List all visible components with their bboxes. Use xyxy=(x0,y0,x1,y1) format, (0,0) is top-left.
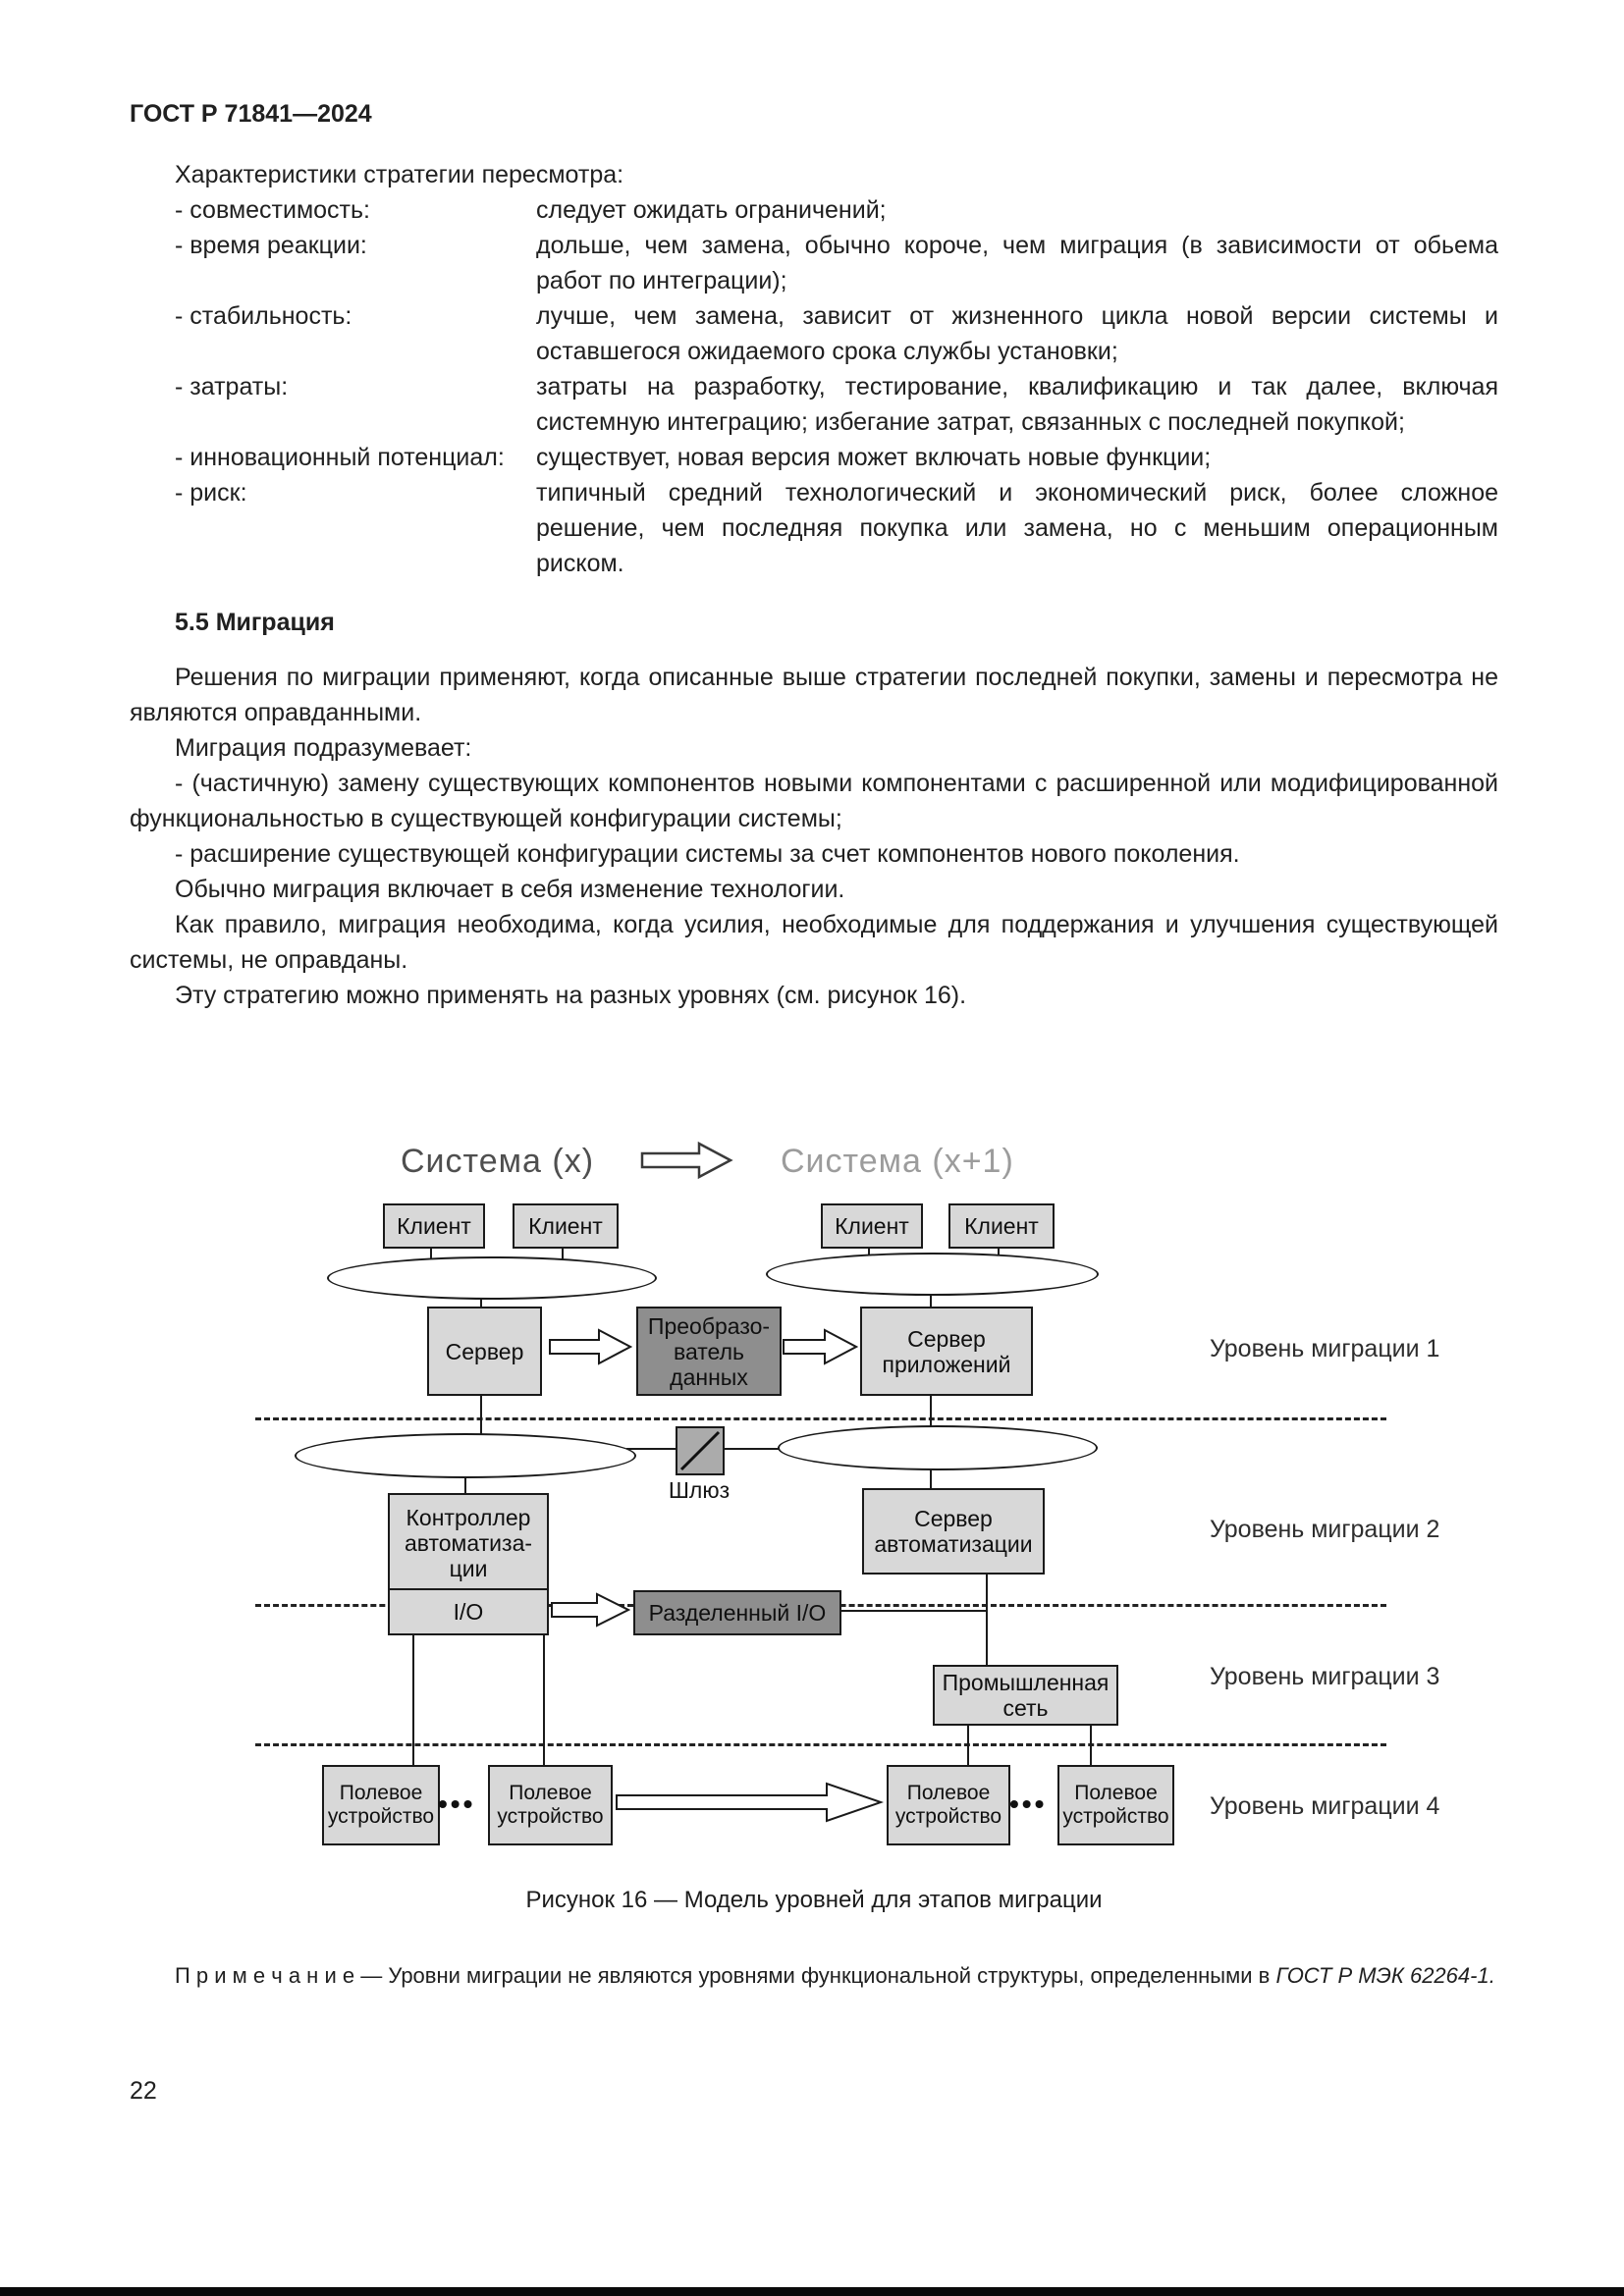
characteristic-value: затраты на разработку, тестирование, ква… xyxy=(536,373,1498,436)
connector-line xyxy=(1090,1722,1092,1765)
level-boundary-1 xyxy=(255,1417,1386,1420)
flow-arrow-icon xyxy=(783,1328,858,1365)
migration-direction-arrow-icon xyxy=(640,1141,733,1180)
document-header: ГОСТ Р 71841—2024 xyxy=(130,100,372,128)
network-ellipse xyxy=(778,1425,1098,1470)
gateway-label: Шлюз xyxy=(668,1477,731,1503)
level-boundary-3 xyxy=(255,1743,1386,1746)
note-label: П р и м е ч а н и е xyxy=(175,1963,355,1988)
paragraph: - расширение существующей конфигурации с… xyxy=(175,840,1240,868)
paragraph: Обычно миграция включает в себя изменени… xyxy=(175,876,845,903)
connector-line xyxy=(838,1610,988,1612)
automation-server-box: Сервер автоматизации xyxy=(862,1488,1045,1575)
figure-caption: Рисунок 16 — Модель уровней для этапов м… xyxy=(525,1887,1103,1913)
field-level-arrow-icon xyxy=(616,1782,884,1823)
client-box: Клиент xyxy=(821,1203,923,1249)
connector-line xyxy=(930,1392,932,1436)
industrial-network-box: Промышленная сеть xyxy=(933,1665,1118,1726)
client-box: Клиент xyxy=(948,1203,1055,1249)
characteristic-row: - затраты: затраты на разработку, тестир… xyxy=(130,369,1498,440)
paragraph: Решения по миграции применяют, когда опи… xyxy=(130,664,1498,726)
field-device-box: Полевое устройство xyxy=(1057,1765,1174,1845)
connector-line xyxy=(543,1631,545,1765)
system-x1-title: Система (x+1) xyxy=(781,1143,1014,1180)
network-ellipse xyxy=(295,1433,636,1478)
characteristic-value: лучше, чем замена, зависит от жизненного… xyxy=(536,302,1498,365)
characteristic-row: - стабильность: лучше, чем замена, завис… xyxy=(130,298,1498,369)
paragraph: Миграция подразумевает: xyxy=(175,734,472,762)
characteristics-intro: Характеристики стратегии пересмотра: xyxy=(175,161,624,188)
characteristic-value: типичный средний технологический и эконо… xyxy=(536,479,1498,577)
connector-line xyxy=(480,1392,482,1449)
note-reference: ГОСТ Р МЭК 62264-1. xyxy=(1275,1963,1495,1988)
connector-line xyxy=(626,1448,677,1450)
characteristic-row: - инновационный потенциал: существует, н… xyxy=(130,440,1498,475)
paragraph: - (частичную) замену существующих компон… xyxy=(130,770,1498,832)
note: П р и м е ч а н и е — Уровни миграции не… xyxy=(130,1959,1500,1992)
connector-line xyxy=(967,1722,969,1765)
system-x-title: Система (x) xyxy=(401,1143,595,1180)
network-ellipse xyxy=(327,1256,657,1300)
io-box: I/O xyxy=(388,1588,549,1635)
connector-line xyxy=(721,1448,785,1450)
section-heading: 5.5 Миграция xyxy=(175,609,335,636)
paragraph: Как правило, миграция необходима, когда … xyxy=(130,911,1498,974)
characteristic-label: - стабильность: xyxy=(175,302,352,330)
connector-line xyxy=(986,1571,988,1665)
ellipsis-dots: ••• xyxy=(1009,1789,1048,1819)
field-device-box: Полевое устройство xyxy=(887,1765,1010,1845)
characteristic-row: - время реакции: дольше, чем замена, обы… xyxy=(130,228,1498,298)
migration-level-label: Уровень миграции 1 xyxy=(1210,1335,1440,1362)
flow-arrow-icon xyxy=(551,1592,630,1628)
characteristic-row: - риск: типичный средний технологический… xyxy=(130,475,1498,581)
gateway-icon xyxy=(676,1426,725,1475)
page-number: 22 xyxy=(130,2077,157,2105)
note-text: — Уровни миграции не являются уровнями ф… xyxy=(360,1963,1271,1988)
automation-controller-box: Контроллер автоматиза- ции xyxy=(388,1493,549,1592)
characteristics-list: - совместимость: следует ожидать огранич… xyxy=(130,192,1498,581)
data-converter-box: Преобразо- ватель данных xyxy=(636,1307,782,1396)
characteristic-label: - совместимость: xyxy=(175,196,370,224)
text-block: ГОСТ Р 71841—2024 Характеристики стратег… xyxy=(130,96,1498,1013)
migration-level-label: Уровень миграции 4 xyxy=(1210,1792,1440,1820)
divided-io-box: Разделенный I/O xyxy=(633,1590,841,1635)
characteristic-row: - совместимость: следует ожидать огранич… xyxy=(130,192,1498,228)
network-ellipse xyxy=(766,1253,1099,1296)
application-server-box: Сервер приложений xyxy=(860,1307,1033,1396)
characteristic-label: - время реакции: xyxy=(175,232,367,259)
server-box: Сервер xyxy=(427,1307,542,1396)
connector-line xyxy=(464,1466,466,1493)
gateway-diagonal-icon xyxy=(679,1430,721,1471)
client-box: Клиент xyxy=(513,1203,619,1249)
migration-level-label: Уровень миграции 3 xyxy=(1210,1663,1440,1690)
ellipsis-dots: ••• xyxy=(438,1789,476,1819)
characteristic-label: - инновационный потенциал: xyxy=(175,444,505,471)
client-box: Клиент xyxy=(383,1203,485,1249)
characteristic-value: следует ожидать ограничений; xyxy=(536,196,887,224)
field-device-box: Полевое устройство xyxy=(322,1765,440,1845)
flow-arrow-icon xyxy=(549,1328,632,1365)
characteristic-label: - затраты: xyxy=(175,373,289,400)
characteristic-label: - риск: xyxy=(175,479,247,507)
scan-edge xyxy=(0,2287,1624,2296)
paragraph: Эту стратегию можно применять на разных … xyxy=(175,982,967,1009)
characteristic-value: дольше, чем замена, обычно короче, чем м… xyxy=(536,232,1498,294)
migration-level-label: Уровень миграции 2 xyxy=(1210,1516,1440,1543)
connector-line xyxy=(930,1461,932,1488)
characteristic-value: существует, новая версия может включать … xyxy=(536,444,1212,471)
connector-line xyxy=(412,1631,414,1765)
figure-16-diagram: Система (x) Система (x+1) xyxy=(0,1127,1624,1861)
field-device-box: Полевое устройство xyxy=(488,1765,613,1845)
